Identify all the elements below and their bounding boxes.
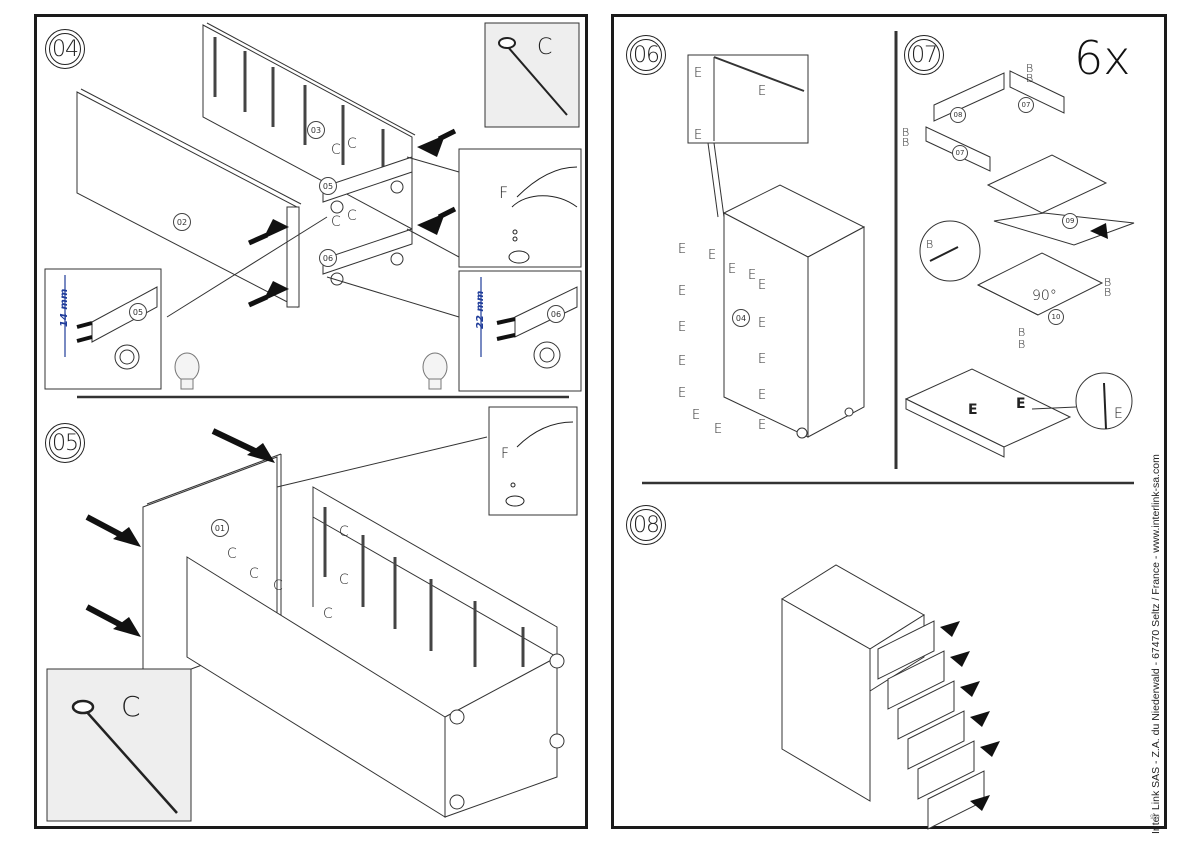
screwdriver-callout-box: [46, 668, 192, 822]
glue-drop-icon: [508, 166, 578, 264]
hardware-label: E: [1016, 396, 1026, 412]
hardware-label: E: [694, 66, 703, 81]
tool-label: C: [121, 690, 141, 723]
hardware-label: B: [1026, 72, 1034, 85]
hardware-label: E: [708, 248, 717, 263]
step-number-badge: 07: [904, 35, 944, 75]
hardware-label: E: [748, 268, 757, 283]
step-number: 08: [633, 512, 660, 538]
part-label: 06: [319, 249, 337, 267]
hardware-label: B: [1026, 62, 1034, 75]
lightbulb-icon: [174, 352, 200, 390]
step-number-badge: 06: [626, 35, 666, 75]
hardware-label: E: [678, 386, 687, 401]
footer-company-address: Inter Link SAS - Z.A. du Niederwald - 67…: [1150, 454, 1162, 834]
left-page-illustrations: [44, 22, 582, 822]
hardware-label: C: [323, 606, 333, 622]
push-arrows: [85, 428, 275, 637]
right-page-illustrations: [642, 31, 1135, 830]
glue-label: F: [501, 446, 510, 462]
hardware-label: B: [1018, 326, 1026, 339]
step-number-badge: 04: [45, 29, 85, 69]
rail-05: [322, 156, 413, 214]
panel-slots: [323, 507, 525, 667]
hardware-label: B: [902, 136, 910, 149]
push-arrow: [1090, 223, 1108, 239]
hardware-label: E: [758, 316, 767, 331]
part-label: 07: [1018, 97, 1034, 113]
hardware-label: E: [694, 128, 703, 143]
step-number: 07: [911, 42, 938, 68]
part-label: 10: [1048, 309, 1064, 325]
hardware-label: C: [331, 214, 341, 230]
hardware-label: C: [249, 566, 259, 582]
hardware-label: B: [1104, 276, 1112, 289]
hardware-label: B: [1104, 286, 1112, 299]
screwdriver-icon: [71, 699, 178, 814]
part-label: 09: [1062, 213, 1078, 229]
push-arrows: [940, 621, 1000, 811]
hardware-label: E: [678, 284, 687, 299]
hardware-label: E: [678, 242, 687, 257]
part-label: 04: [732, 309, 750, 327]
cabinet-body: [186, 486, 558, 818]
panel-02: [76, 88, 302, 308]
hardware-label: E: [1114, 406, 1123, 422]
step-number: 04: [52, 36, 79, 62]
hardware-label: C: [331, 142, 341, 158]
hardware-label: E: [678, 354, 687, 369]
glue-callout-box: [458, 148, 582, 268]
quantity-label: 6x: [1074, 31, 1131, 85]
hardware-label: B: [1018, 338, 1026, 351]
hardware-label: E: [758, 278, 767, 293]
drawers: [877, 620, 985, 830]
instruction-page-left: 04 05 03 02 05 06 01 C C C C C F 14 mm 0…: [34, 14, 588, 829]
screwdriver-icon: [498, 37, 568, 116]
part-label: 03: [307, 121, 325, 139]
part-label: 05: [129, 303, 147, 321]
page-indicator: 9/9: [1150, 814, 1160, 821]
hardware-label: C: [347, 136, 357, 152]
hardware-label: E: [728, 262, 737, 277]
detail-callout-box: [687, 54, 809, 144]
hardware-label: B: [902, 126, 910, 139]
glue-label: F: [499, 183, 509, 202]
step-number-badge: 08: [626, 505, 666, 545]
angle-label: 90°: [1032, 288, 1057, 304]
part-label: 01: [211, 519, 229, 537]
part-label: 02: [173, 213, 191, 231]
hardware-label: C: [227, 546, 237, 562]
dimension-label: 22 mm: [475, 290, 486, 329]
tool-label: C: [537, 35, 553, 60]
hardware-label: E: [678, 320, 687, 335]
hardware-label: C: [339, 572, 349, 588]
hardware-label: B: [926, 238, 934, 251]
part-label: 07: [952, 145, 968, 161]
hardware-label: E: [692, 408, 701, 423]
hardware-label: E: [714, 422, 723, 437]
hardware-label: E: [758, 388, 767, 403]
glue-callout-box: [488, 406, 578, 516]
hardware-label: E: [968, 402, 978, 418]
step-number: 06: [633, 42, 660, 68]
cabinet-back-view: [722, 184, 866, 439]
hardware-label: C: [273, 578, 283, 594]
dimension-label: 14 mm: [59, 288, 70, 327]
casters: [449, 653, 565, 810]
hardware-label: E: [758, 352, 767, 367]
step-number: 05: [52, 430, 79, 456]
lightbulb-icon: [422, 352, 448, 390]
hardware-label: C: [339, 524, 349, 540]
hardware-label: E: [758, 84, 767, 99]
drawer-parts: [904, 70, 1135, 458]
instruction-page-right: 06 07 08 6x 04 E E E E E E E E E E E E E…: [611, 14, 1167, 830]
hardware-label: E: [758, 418, 767, 433]
part-label: 06: [547, 305, 565, 323]
part-label: 05: [319, 177, 337, 195]
hardware-label: C: [347, 208, 357, 224]
step-number-badge: 05: [45, 423, 85, 463]
rail-06: [322, 228, 413, 286]
push-arrows: [247, 128, 457, 308]
part-label: 08: [950, 107, 966, 123]
